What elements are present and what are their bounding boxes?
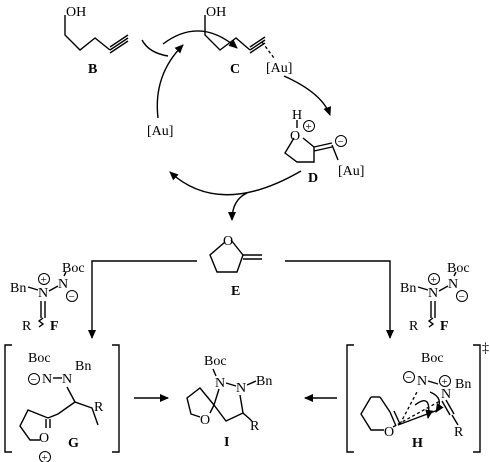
benzyl-label: Bn — [455, 377, 471, 392]
compound-label-G: G — [68, 436, 79, 451]
bracket-left — [4, 344, 12, 453]
negative-charge: − — [406, 372, 412, 384]
positive-charge: + — [442, 376, 448, 388]
cycle-arrow-C-to-D — [283, 75, 332, 116]
compound-F-right: Bn N + N Boc − R F — [400, 261, 470, 334]
compound-I: Boc N N Bn R O I — [186, 354, 272, 450]
compound-B: OH B — [64, 5, 129, 77]
cycle-arrow-Au-to-C — [156, 44, 184, 119]
r-group-label: R — [94, 400, 104, 415]
nitrogen-2: N — [236, 381, 246, 396]
negative-charge: − — [31, 374, 37, 386]
compound-label-C: C — [230, 62, 240, 77]
ring-oxygen: O — [223, 234, 233, 249]
compound-G: Boc − N N Bn R O + G — [4, 344, 120, 462]
compound-H: ‡ Boc − N + N Bn R O H — [346, 341, 489, 453]
bracket-right — [112, 344, 120, 453]
ring-oxygen: O — [200, 413, 210, 428]
ring-oxygen: O — [384, 425, 394, 440]
electron-push-arrow — [414, 400, 434, 419]
transition-state-dagger: ‡ — [482, 341, 489, 356]
bracket-right — [473, 344, 481, 453]
negative-charge: − — [69, 291, 75, 303]
boc-label: Boc — [204, 354, 227, 369]
compound-label-I: I — [224, 435, 229, 450]
positive-charge: + — [41, 274, 47, 286]
ring-oxygen: O — [39, 431, 49, 446]
cycle-arrow-D-to-Au — [169, 170, 302, 196]
bracket-left — [346, 344, 354, 453]
compound-label-H: H — [412, 436, 423, 451]
substrate-entry-arc — [141, 39, 169, 57]
compound-label-E: E — [231, 284, 240, 299]
compound-label-F: F — [50, 319, 59, 334]
release-arrow-E — [228, 192, 248, 221]
compound-label-B: B — [88, 62, 97, 77]
positive-charge: + — [306, 121, 312, 133]
gold-catalyst-label: [Au] — [266, 61, 292, 76]
boc-label: Boc — [421, 351, 444, 366]
negative-charge: − — [459, 291, 465, 303]
catalytic-cycle: [Au] — [141, 30, 332, 221]
nitrogen-1: N — [215, 376, 225, 391]
negative-charge: − — [338, 136, 344, 148]
nitrogen-1: N — [42, 372, 52, 387]
compound-D: O H + − [Au] D — [284, 108, 364, 186]
boc-label: Boc — [62, 261, 85, 276]
benzyl-label: Bn — [256, 374, 272, 389]
gold-catalyst-label: [Au] — [338, 164, 364, 179]
cycle-arrow-B-to-C — [162, 30, 238, 49]
benzyl-label: Bn — [400, 281, 416, 296]
r-group-label: R — [250, 419, 260, 434]
nitrogen-1: N — [417, 374, 427, 389]
boc-label: Boc — [28, 351, 51, 366]
nitrogen-1: N — [428, 286, 438, 301]
benzyl-label: Bn — [10, 281, 26, 296]
gold-catalyst-label: [Au] — [147, 124, 173, 139]
nitrogen-2: N — [58, 277, 68, 292]
positive-charge: + — [431, 274, 437, 286]
nitrogen-2: N — [448, 277, 458, 292]
oxonium-hydrogen: H — [292, 108, 302, 123]
compound-label-D: D — [308, 171, 318, 186]
hydroxyl-label: OH — [66, 5, 86, 20]
compound-C: OH [Au] C — [204, 5, 292, 77]
nitrogen-2: N — [441, 387, 451, 402]
nitrogen-2: N — [62, 372, 72, 387]
ring-oxygen: O — [290, 129, 300, 144]
r-group-label: R — [454, 425, 464, 440]
electron-push-arrow — [429, 391, 444, 413]
branch-arrow-to-G — [88, 260, 197, 339]
r-group-label: R — [409, 319, 419, 334]
nitrogen-1: N — [38, 286, 48, 301]
boc-label: Boc — [447, 261, 470, 276]
compound-label-F: F — [440, 319, 449, 334]
compound-E: O E — [209, 234, 262, 299]
positive-charge: + — [42, 452, 48, 462]
hydroxyl-label: OH — [206, 5, 226, 20]
benzyl-label: Bn — [75, 359, 91, 374]
r-group-label: R — [22, 319, 32, 334]
compound-F-left: Bn N + N Boc − R F — [10, 261, 85, 334]
branch-arrow-to-H — [285, 260, 394, 339]
